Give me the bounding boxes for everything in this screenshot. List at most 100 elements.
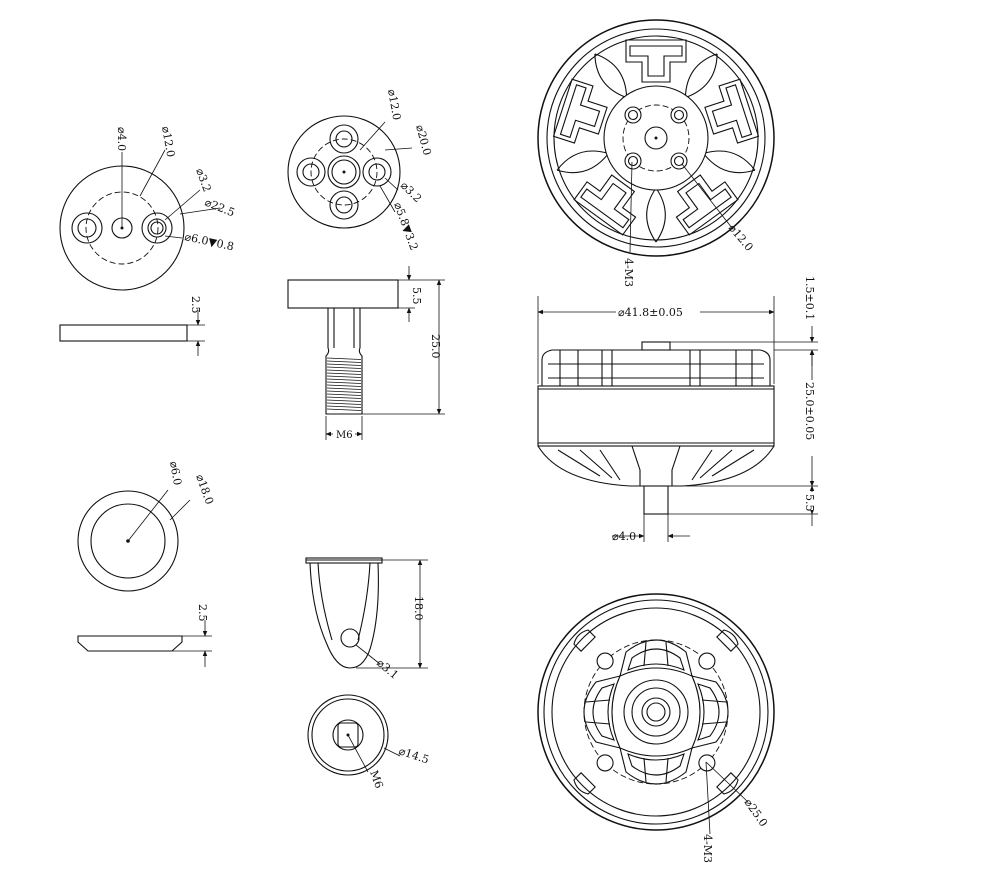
nut-cross-hole [340,628,360,648]
motor-top-screw [624,152,642,170]
thread-line [326,405,362,408]
motor-top-screw [624,106,642,124]
adapter-outer-dim: ⌀20.0 [413,123,434,156]
motor-bottom-screw-dim: 4-M3 [701,834,714,863]
motor-top-arm [573,174,637,236]
motor-bottom-screw [596,754,614,772]
motor-side-view: ⌀41.8±0.05 1.5±0.1 25.0±0.05 5.5 ⌀4.0 [537,276,820,543]
motor-side-base [537,445,775,487]
motor-bottom-pockets [573,629,739,795]
thread-line [326,363,362,366]
washer-pcd-circle [85,191,159,265]
spacer-side-view: 2.5 [77,604,212,667]
motor-body-diameter-dim: ⌀41.8±0.05 [618,306,683,319]
motor-side-can [537,385,775,447]
motor-bottom-outer-rim [537,593,775,831]
motor-top-view: 4-M3 ⌀12.0 [537,19,775,287]
motor-bottom-pocket [619,747,693,785]
motor-shaft-diameter-dim: ⌀4.0 [612,530,636,543]
motor-top-screw [670,152,688,170]
thread-line [326,366,362,369]
thread-line [326,378,362,381]
washer-side-body [59,324,188,342]
thread-line [326,393,362,396]
thread-line [326,381,362,384]
nut-hole-dim: ⌀3.1 [374,656,401,681]
nut-height-dim: 18.0 [412,596,425,621]
prop-adapter-side-view: 5.5 25.0 M6 [287,266,445,441]
thread-line [326,387,362,390]
spacer-thickness-dim: 2.5 [196,604,209,622]
motor-bottom-view: ⌀25.0 4-M3 [537,593,775,863]
nut-bottom-outline [307,694,389,776]
motor-side-shaft [643,485,669,515]
adapter-pcd-circle [310,138,378,206]
motor-top-arm [675,174,739,236]
washer-hole2-dim: ⌀3.2 [193,167,213,194]
motor-top-outer-rim [537,19,775,257]
washer-counterbore-dim: ⌀6.0▼0.8 [183,230,235,253]
nut-outer-dim: ⌀14.5 [397,744,431,766]
adapter-shank [327,308,361,348]
prop-nut-bottom-view: M6 ⌀14.5 [307,694,431,791]
thread-line [326,369,362,372]
spacer-inner-ring [90,503,166,579]
motor-top-arm [704,78,760,144]
adapter-head [287,279,399,309]
adapter-thread-lines [326,357,362,411]
motor-bottom-pocket [691,675,729,749]
prop-nut-side-view: 18.0 ⌀3.1 [305,557,428,682]
nut-bottom-thread [332,719,364,751]
motor-top-pcd-circle [622,104,690,172]
motor-bottom-pocket [619,639,693,677]
motor-top-screw-dim: 4-M3 [622,258,635,287]
motor-top-gap-dim: 1.5±0.1 [803,276,816,320]
thread-line [326,357,362,360]
washer-pcd-dim: ⌀12.0 [159,125,177,158]
spacer-outer-dim: ⌀18.0 [193,473,216,507]
motor-bottom-hub [623,679,689,745]
washer-hole-right-outer [141,212,173,244]
washer-hole-dim: ⌀4.0 [115,127,128,151]
adapter-total-height-dim: 25.0 [429,334,442,359]
thread-line [326,408,362,411]
spacer-inner-dim: ⌀6.0 [167,460,184,486]
adapter-outline [287,115,401,229]
thread-line [326,402,362,405]
spacer-outline [77,490,179,592]
nut-body [309,562,379,669]
prop-adapter-top-view: ⌀12.0 ⌀20.0 ⌀3.2 ⌀5.8▼3.2 [287,88,434,253]
motor-bottom-pcd-circle [583,639,729,785]
thread-line [326,360,362,363]
adapter-thread-dim: M6 [336,430,353,441]
motor-side-shaft-top [641,341,671,351]
adapter-pcd-dim: ⌀12.0 [385,88,403,121]
motor-top-screw [670,106,688,124]
motor-shaft-length-dim: 5.5 [803,494,816,512]
motor-height-dim: 25.0±0.05 [803,382,816,440]
thread-line [326,390,362,393]
adapter-head-height-dim: 5.5 [410,287,423,305]
motor-bottom-pcd-dim: ⌀25.0 [742,796,771,829]
washer-hole-right-inner [147,218,167,238]
nut-bottom-slot [337,722,359,748]
motor-top-shaft [644,126,668,150]
adapter-threaded-section [325,347,363,415]
motor-top-arm [552,78,608,144]
thread-line [326,372,362,375]
motor-top-arms [552,39,760,243]
adapter-counterbore-dim: ⌀5.8▼3.2 [391,201,420,253]
nut-thread-dim: M6 [367,769,385,791]
spacer-side-body [77,635,183,652]
thread-line [326,384,362,387]
washer-hole-left-outer [71,212,103,244]
adapter-center-boss [327,155,361,189]
washer-hole-left-inner [77,218,97,238]
thread-line [326,399,362,402]
thread-line [326,396,362,399]
thread-line [326,375,362,378]
washer-top-view: ⌀4.0 ⌀12.0 ⌀3.2 ⌀22.5 ⌀6.0▼0.8 [59,125,237,291]
motor-bottom-screw [698,652,716,670]
